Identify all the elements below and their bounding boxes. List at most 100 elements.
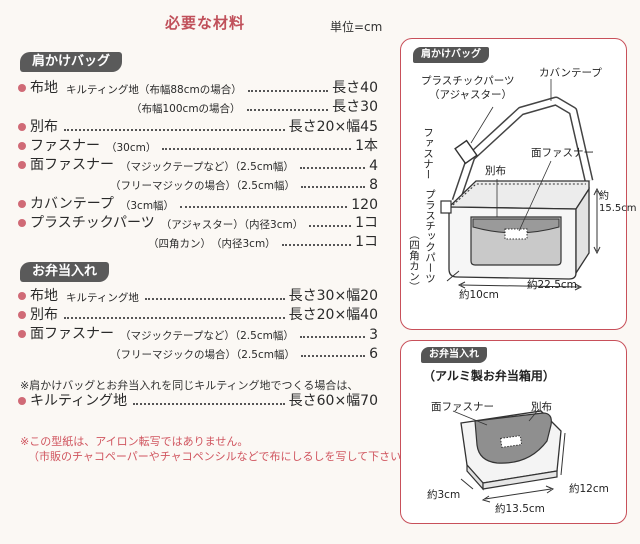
material-row: カバンテープ （3cm幅） 120 <box>18 193 378 213</box>
leader-dots <box>299 167 366 169</box>
leader-dots <box>246 109 329 111</box>
material-row: 別布 長さ20×幅45 <box>18 116 378 136</box>
bullet-icon <box>18 84 26 92</box>
lunch-diagram-subtitle: （アルミ製お弁当箱用） <box>423 369 555 383</box>
material-row: キルティング地 長さ60×幅70 <box>18 390 378 410</box>
leader-dots <box>180 206 348 208</box>
material-spec: （フリーマジックの場合）（2.5cm幅） <box>110 180 295 192</box>
material-name: 面ファスナー <box>30 326 114 342</box>
material-spec: （マジックテープなど）（2.5cm幅） <box>120 161 294 173</box>
hook-fastener-label: 面ファスナー <box>531 147 594 159</box>
material-spec: （30cm） <box>106 142 157 154</box>
material-row: プラスチックパーツ （アジャスター）（内径3cm） 1コ <box>18 212 378 232</box>
square-ring-label: （四角カン） <box>408 229 420 292</box>
shared-fabric-note: ※肩かけバッグとお弁当入れを同じキルティング地でつくる場合は、 <box>20 379 359 392</box>
adjuster-label: （アジャスター） <box>429 89 513 101</box>
bag-diagram-panel: 肩かけバッグ プラスチックパーツ （アジャスタ <box>400 38 637 330</box>
lunch-diagram-panel: お弁当入れ （アルミ製お弁当箱用） 面ファスナー 別布 約3cm 約13.5cm… <box>400 340 627 524</box>
leader-dots <box>281 244 352 246</box>
material-row: （布幅100cmの場合） 長さ30 <box>131 96 378 116</box>
material-row: （フリーマジックの場合）（2.5cm幅） 8 <box>110 173 378 193</box>
material-row: 面ファスナー （マジックテープなど）（2.5cm幅） 3 <box>18 323 378 343</box>
plastic-parts-label: プラスチックパーツ <box>421 75 515 87</box>
material-spec: （フリーマジックの場合）（2.5cm幅） <box>110 349 295 361</box>
material-row: 布地 キルティング地（布幅88cmの場合） 長さ40 <box>18 77 378 97</box>
material-spec: （四角カン） （内径3cm） <box>148 238 276 250</box>
leader-dots <box>64 129 285 131</box>
unit-label: 単位=cm <box>330 20 383 34</box>
depth-dimension: 約10cm <box>459 289 499 301</box>
lunch-hook-fastener-label: 面ファスナー <box>431 401 494 413</box>
material-amount: 1本 <box>355 138 378 154</box>
shoulder-bag-illustration <box>440 79 601 291</box>
material-name: プラスチックパーツ <box>30 215 155 231</box>
leader-dots <box>300 355 366 357</box>
width-dimension: 約22.5cm <box>527 279 577 291</box>
material-spec: （アジャスター）（内径3cm） <box>160 219 304 231</box>
leader-dots <box>162 148 352 150</box>
material-row: ファスナー （30cm） 1本 <box>18 135 378 155</box>
bag-tape-label: カバンテープ <box>539 67 602 79</box>
warning-note: ※この型紙は、アイロン転写ではありません。 <box>20 435 249 448</box>
lunch-width-dimension: 約13.5cm <box>495 503 545 515</box>
lunch-depth-dimension: 約3cm <box>427 489 461 501</box>
bullet-icon <box>18 311 26 319</box>
lunch-diagram-badge: お弁当入れ <box>421 347 487 363</box>
lunch-case-illustration <box>452 408 566 503</box>
bullet-icon <box>18 397 26 405</box>
bullet-icon <box>18 292 26 300</box>
material-row: 別布 長さ20×幅40 <box>18 304 378 324</box>
material-name: 面ファスナー <box>30 157 114 173</box>
material-amount: 120 <box>351 197 378 213</box>
material-row: （四角カン） （内径3cm） 1コ <box>148 231 378 251</box>
material-spec: （布幅100cmの場合） <box>131 103 241 115</box>
material-amount: 4 <box>369 158 378 174</box>
bullet-icon <box>18 330 26 338</box>
material-name: 別布 <box>30 307 58 323</box>
leader-dots <box>64 317 285 319</box>
material-row: 面ファスナー （マジックテープなど）（2.5cm幅） 4 <box>18 154 378 174</box>
material-row: （フリーマジックの場合）（2.5cm幅） 6 <box>110 342 378 362</box>
material-amount: 長さ30×幅20 <box>288 288 378 304</box>
material-amount: 長さ60×幅70 <box>288 393 378 409</box>
material-amount: 1コ <box>355 215 378 231</box>
material-amount: 1コ <box>355 234 378 250</box>
material-name: カバンテープ <box>30 196 114 212</box>
contrast-fabric-label: 別布 <box>485 165 506 177</box>
material-amount: 長さ40 <box>332 80 378 96</box>
bullet-icon <box>18 161 26 169</box>
material-name: 別布 <box>30 119 58 135</box>
material-amount: 長さ20×幅40 <box>288 307 378 323</box>
lunch-height-dimension: 約12cm <box>569 483 609 495</box>
lunch-case-badge: お弁当入れ <box>20 262 110 282</box>
leader-dots <box>300 186 366 188</box>
material-spec: （3cm幅） <box>119 200 175 212</box>
material-amount: 長さ20×幅45 <box>288 119 378 135</box>
lunch-contrast-fabric-label: 別布 <box>531 401 552 413</box>
height-dimension: 約15.5cm <box>599 191 637 214</box>
material-spec: キルティング地（布幅88cmの場合） <box>66 84 242 96</box>
warning-note: （市販のチャコペーパーやチャコペンシルなどで布にしるしを写して下さい。） <box>28 450 418 463</box>
bullet-icon <box>18 142 26 150</box>
leader-dots <box>144 298 285 300</box>
material-row: 布地 キルティング地 長さ30×幅20 <box>18 285 378 305</box>
zipper-label: ファスナー <box>422 127 434 180</box>
leader-dots <box>133 403 285 405</box>
material-name: 布地 <box>30 288 58 304</box>
page-title: 必要な材料 <box>165 14 246 32</box>
material-name: 布地 <box>30 80 58 96</box>
leader-dots <box>299 336 366 338</box>
material-name: キルティング地 <box>30 393 128 409</box>
material-spec: （マジックテープなど）（2.5cm幅） <box>120 330 294 342</box>
plastic-parts-vertical-label: プラスチックパーツ <box>424 189 436 284</box>
material-amount: 3 <box>369 327 378 343</box>
leader-dots <box>309 225 352 227</box>
bag-diagram-badge: 肩かけバッグ <box>413 47 489 63</box>
material-amount: 長さ30 <box>332 99 378 115</box>
shoulder-bag-badge: 肩かけバッグ <box>20 52 123 72</box>
bullet-icon <box>18 123 26 131</box>
bullet-icon <box>18 200 26 208</box>
material-amount: 8 <box>369 177 378 193</box>
material-name: ファスナー <box>30 138 100 154</box>
material-spec: キルティング地 <box>66 292 139 304</box>
